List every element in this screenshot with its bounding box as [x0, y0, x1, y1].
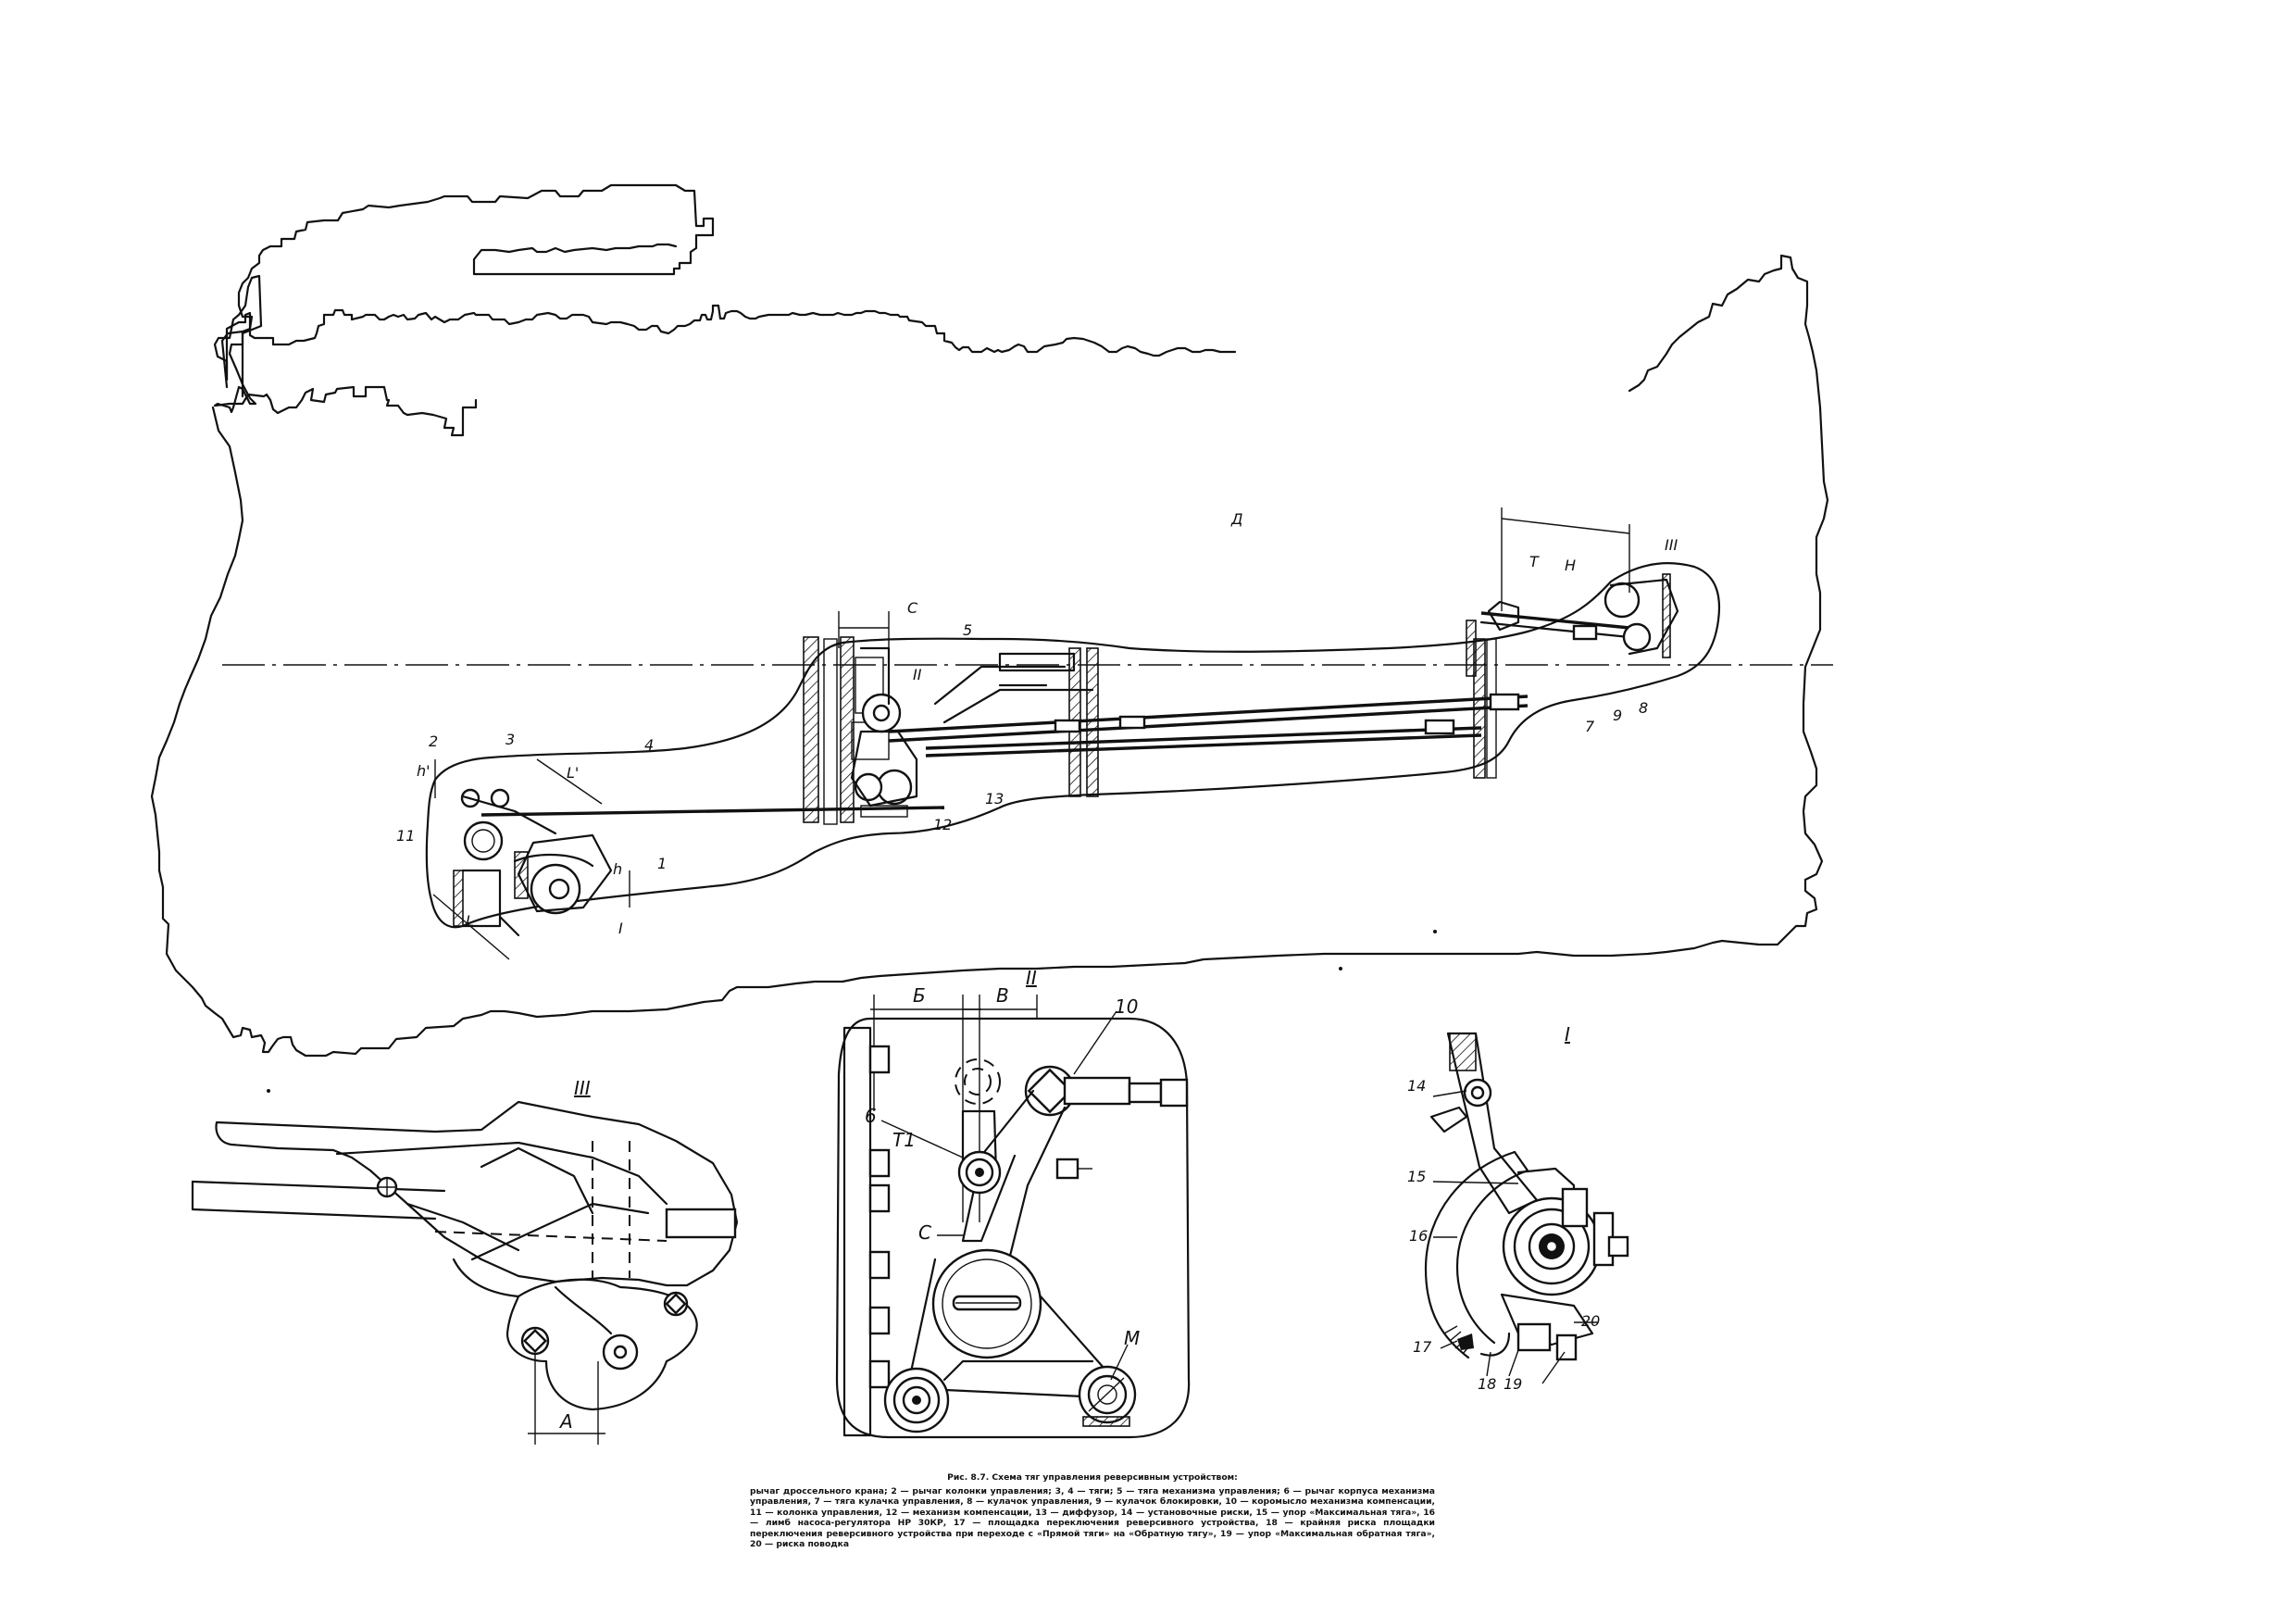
label-7: 7: [1585, 718, 1595, 735]
label-13: 13: [985, 790, 1004, 808]
marker-ii: II: [913, 666, 922, 683]
label-1: 1: [657, 855, 667, 872]
label-h: h: [613, 860, 622, 878]
detail-ii-dim-t1: Т1: [892, 1129, 916, 1151]
detail-ii-title: II: [1026, 967, 1037, 989]
label-12: 12: [933, 816, 952, 833]
engine-contour: [150, 254, 1829, 1058]
label-3: 3: [505, 731, 515, 748]
label-l: L: [466, 912, 474, 930]
mechanism-i-main: [453, 788, 613, 937]
marker-iii: III: [1665, 536, 1678, 554]
label-n: Н: [1565, 557, 1576, 574]
label-t: Т: [1529, 553, 1540, 570]
detail-i: I: [1407, 1023, 1629, 1393]
rod-3-4: [480, 806, 945, 817]
label-l-prime: L': [567, 764, 579, 782]
label-4: 4: [644, 736, 654, 754]
rods: [480, 611, 1631, 817]
main-labels: 2 3 4 5 7 8 9 11 12 13 1 С Д Т Н L L' h …: [396, 510, 1678, 937]
detail-iii-title: III: [574, 1077, 591, 1099]
caption-title: Рис. 8.7. Схема тяг управления реверсивн…: [947, 1472, 1238, 1483]
detail-ii-point-m: М: [1124, 1327, 1140, 1349]
label-d: Д: [1230, 510, 1243, 528]
detail-i-part-18: 18: [1478, 1375, 1496, 1393]
bulkhead-right: [840, 636, 855, 823]
main-dimensions: [432, 507, 1630, 960]
detail-ii-part-6: 6: [865, 1105, 877, 1127]
figure-caption: Рис. 8.7. Схема тяг управления реверсивн…: [750, 1472, 1435, 1550]
engine-outline: [213, 183, 1237, 437]
detail-i-part-16: 16: [1409, 1227, 1428, 1245]
caption-body: рычаг дроссельного крана; 2 — рычаг коло…: [750, 1485, 1435, 1550]
detail-ii-dim-c: С: [918, 1221, 931, 1244]
mechanism-iii-main: [1466, 573, 1679, 677]
label-2: 2: [429, 732, 438, 750]
label-8: 8: [1639, 699, 1648, 717]
detail-i-part-19: 19: [1504, 1375, 1522, 1393]
rod-5-upper: [888, 695, 1529, 733]
detail-ii: II Б В 10: [835, 967, 1191, 1439]
label-11: 11: [396, 827, 415, 845]
rod-7: [1480, 611, 1630, 630]
detail-i-part-20: 20: [1581, 1312, 1600, 1330]
rod-5-lower: [925, 726, 1482, 750]
detail-iii-dim-a: А: [558, 1410, 573, 1433]
detail-i-title: I: [1565, 1023, 1570, 1045]
detail-ii-dim-b: Б: [913, 984, 926, 1007]
label-c: С: [907, 599, 918, 617]
label-5: 5: [963, 621, 972, 639]
marker-i: I: [618, 920, 623, 937]
detail-i-part-14: 14: [1407, 1077, 1426, 1095]
detail-ii-dim-v: В: [996, 984, 1009, 1007]
label-9: 9: [1613, 707, 1622, 724]
detail-i-part-15: 15: [1407, 1168, 1426, 1185]
bulkhead-left: [803, 636, 819, 823]
detail-i-part-17: 17: [1413, 1338, 1432, 1356]
detail-iii: III А: [191, 1077, 739, 1445]
mechanism-ii-main: [850, 646, 918, 818]
label-h-prime: h': [417, 762, 430, 780]
detail-ii-part-10: 10: [1115, 995, 1138, 1018]
